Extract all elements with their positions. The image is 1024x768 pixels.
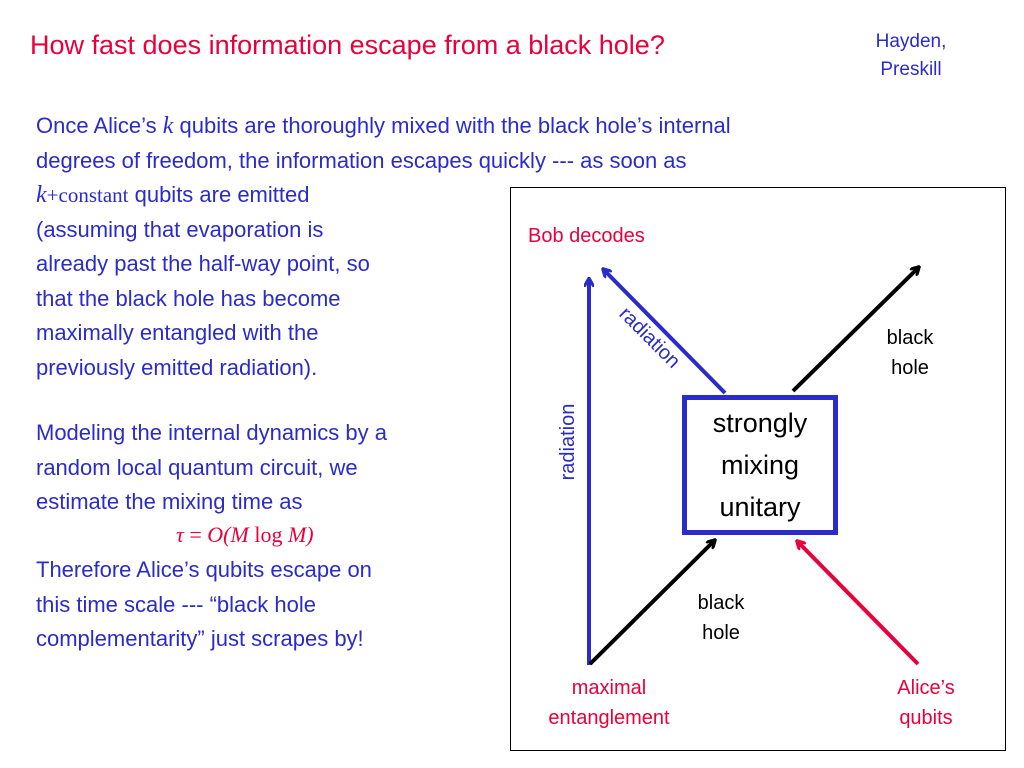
text-line: (assuming that evaporation is xyxy=(36,216,324,242)
author-preskill: Preskill xyxy=(880,59,942,80)
paragraph-escape: Once Alice’s k qubits are thoroughly mix… xyxy=(36,109,731,385)
diagram-frame xyxy=(510,187,1006,751)
text-line: previously emitted radiation). xyxy=(36,354,318,380)
text-line: already past the half-way point, so xyxy=(36,251,370,276)
radiation-vertical-label: radiation xyxy=(557,403,579,481)
paragraph-modeling: Modeling the internal dynamics by a rand… xyxy=(36,416,387,520)
text-line: maximally entangled with the xyxy=(36,320,319,345)
text-line: complementarity” just scrapes by! xyxy=(36,626,364,651)
text-line: that the black hole has become xyxy=(36,285,341,311)
text-line: random local quantum circuit, we xyxy=(36,454,358,480)
black-hole-bottom-arrow xyxy=(588,541,714,666)
black-hole-top-label: black hole xyxy=(886,327,934,379)
paragraph-conclusion: Therefore Alice’s qubits escape on this … xyxy=(36,553,372,657)
author-hayden: Hayden, xyxy=(875,31,947,52)
text-line: Once Alice’s k qubits are thoroughly mix… xyxy=(36,113,731,139)
authors: Hayden, Preskill xyxy=(852,28,970,84)
k-symbol: k xyxy=(162,113,174,139)
text-line: estimate the mixing time as xyxy=(36,489,303,514)
black-hole-bottom-label: black hole xyxy=(697,592,745,644)
text-line: Therefore Alice’s qubits escape on xyxy=(36,557,372,582)
alices-qubits-arrow xyxy=(798,542,920,666)
slide-title: How fast does information escape from a … xyxy=(30,30,665,60)
text-line: Modeling the internal dynamics by a xyxy=(36,420,387,445)
bob-decodes-label: Bob decodes xyxy=(528,225,645,247)
radiation-diagonal-arrow xyxy=(604,270,727,395)
alices-qubits-label: Alice’s qubits xyxy=(897,677,955,729)
text-line: k+constant qubits are emitted xyxy=(36,182,310,208)
text-line: degrees of freedom, the information esca… xyxy=(36,147,687,173)
black-hole-top-arrow xyxy=(791,268,918,393)
strongly-mixing-unitary-box: strongly mixing unitary xyxy=(682,395,838,535)
text-line: this time scale --- “black hole xyxy=(36,591,316,617)
mixing-time-formula: τ = O(M log M) xyxy=(176,522,314,547)
maximal-entanglement-label: maximal entanglement xyxy=(548,677,670,729)
k-symbol: k xyxy=(36,182,47,208)
constant-text: +constant xyxy=(46,183,129,207)
